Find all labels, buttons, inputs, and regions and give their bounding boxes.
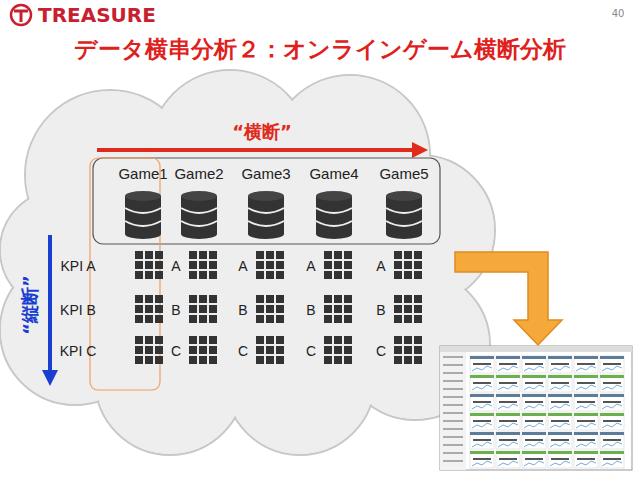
horizontal-arrow — [97, 142, 428, 158]
dashboard-screenshot — [440, 346, 632, 470]
cloud-shape — [0, 70, 495, 455]
kpi-label: A — [238, 258, 247, 274]
database-icon — [316, 191, 352, 239]
logo-text: TREASURE — [38, 4, 156, 27]
kpi-label: B — [306, 302, 315, 318]
kpi-grid-icon — [256, 251, 284, 279]
database-icon — [181, 191, 217, 239]
axis-label: “縦断” — [20, 275, 41, 335]
game-label: Game3 — [241, 165, 290, 182]
kpi-grid-icon — [256, 295, 284, 323]
game-label: Game4 — [309, 165, 358, 182]
kpi-label: C — [171, 343, 181, 359]
database-icon — [248, 191, 284, 239]
kpi-grid-icon — [135, 336, 163, 364]
kpi-label: A — [376, 258, 385, 274]
column-highlight-frame — [90, 158, 160, 390]
bent-arrow — [455, 252, 562, 345]
kpi-grid-icon — [394, 336, 422, 364]
kpi-grid-icon — [324, 295, 352, 323]
kpi-grid-icon — [135, 251, 163, 279]
page-number: 40 — [612, 8, 625, 20]
kpi-label: A — [171, 258, 180, 274]
game-label: Game2 — [174, 165, 223, 182]
game-label: Game5 — [379, 165, 428, 182]
game-label: Game1 — [118, 165, 167, 182]
vertical-arrow — [42, 235, 58, 386]
kpi-label: C — [376, 343, 386, 359]
kpi-grid-icon — [189, 295, 217, 323]
kpi-grid-icon — [256, 336, 284, 364]
kpi-label: C — [238, 343, 248, 359]
game-group-frame — [93, 158, 440, 244]
kpi-label: KPI A — [60, 258, 95, 274]
database-icon — [386, 191, 422, 239]
kpi-label: A — [306, 258, 315, 274]
kpi-grid-icon — [324, 251, 352, 279]
kpi-label: C — [306, 343, 316, 359]
kpi-label: B — [171, 302, 180, 318]
slide-title: データ横串分析２：オンラインゲーム横断分析 — [74, 36, 566, 62]
logo-icon — [11, 5, 31, 25]
kpi-grid-icon — [189, 251, 217, 279]
kpi-grid-icon — [324, 336, 352, 364]
kpi-grid-icon — [394, 295, 422, 323]
kpi-grid-icon — [394, 251, 422, 279]
kpi-label: B — [376, 302, 385, 318]
kpi-label: KPI C — [60, 343, 97, 359]
axis-label: “横断” — [232, 122, 292, 143]
kpi-grid-icon — [135, 295, 163, 323]
kpi-label: B — [238, 302, 247, 318]
kpi-label: KPI B — [60, 302, 96, 318]
kpi-grid-icon — [189, 336, 217, 364]
database-icon — [125, 191, 161, 239]
